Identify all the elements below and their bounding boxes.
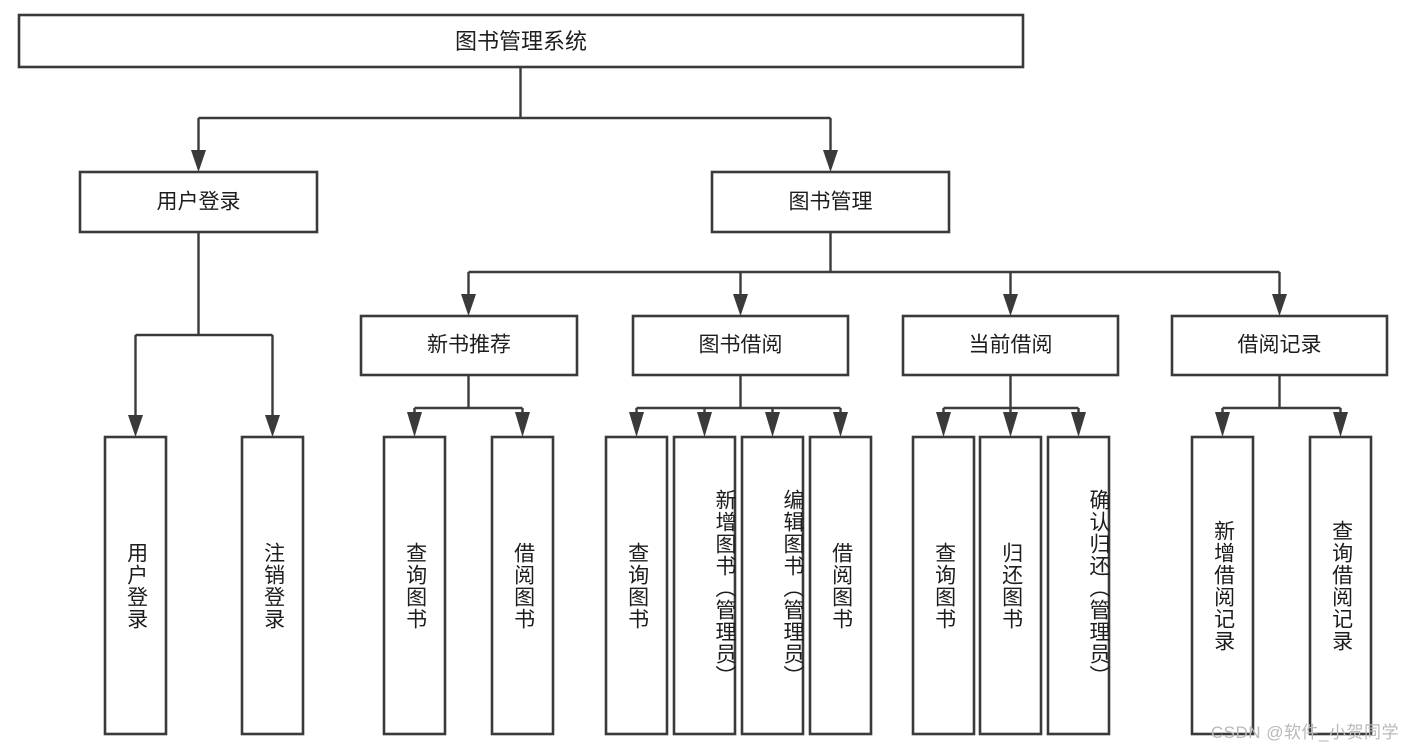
leaf-box-add-book[interactable] <box>672 435 737 736</box>
node-new-book-recommend[interactable]: 新书推荐 <box>359 314 579 377</box>
connector-group-root <box>191 67 838 172</box>
node-current-borrow-label: 当前借阅 <box>969 334 1053 357</box>
node-new-book-recommend-label: 新书推荐 <box>427 334 511 357</box>
node-borrow-record-label: 借阅记录 <box>1238 334 1322 357</box>
leaf-group-borrow-record <box>1190 435 1373 736</box>
arrow-head-leaf-edit-book <box>765 412 780 437</box>
arrow-head-leaf-query-book-1 <box>407 412 422 437</box>
arrow-head-leaf-add-record <box>1215 412 1230 437</box>
node-borrow-record-box[interactable] <box>1170 314 1389 377</box>
leaf-box-return-book[interactable] <box>978 435 1043 736</box>
arrow-head-borrow-record <box>1272 294 1287 316</box>
arrow-head-leaf-query-record <box>1333 412 1348 437</box>
arrow-head-book-borrow <box>733 294 748 316</box>
leaf-box-logout-login[interactable] <box>240 435 305 736</box>
arrow-head-current-borrow <box>1003 294 1018 316</box>
connector-group-borrow-record <box>1215 375 1348 437</box>
node-new-book-recommend-box[interactable] <box>359 314 579 377</box>
connector-group-book-manage <box>461 232 1287 316</box>
leaf-box-query-book-1[interactable] <box>382 435 447 736</box>
leaf-box-query-book-2[interactable] <box>604 435 669 736</box>
node-current-borrow[interactable]: 当前借阅 <box>901 314 1120 377</box>
node-root[interactable]: 图书管理系统 <box>17 13 1025 69</box>
leaf-box-edit-book[interactable] <box>740 435 805 736</box>
arrow-head-book-manage <box>823 150 838 172</box>
arrow-head-new-book-recommend <box>461 294 476 316</box>
leaf-box-add-record[interactable] <box>1190 435 1255 736</box>
leaf-box-query-record[interactable] <box>1308 435 1373 736</box>
arrow-head-leaf-borrow-book-1 <box>515 412 530 437</box>
arrow-head-user-login <box>191 150 206 172</box>
leaf-box-borrow-book-1[interactable] <box>490 435 555 736</box>
node-user-login[interactable]: 用户登录 <box>78 170 319 234</box>
node-book-manage-box[interactable] <box>710 170 951 234</box>
arrow-head-leaf-add-book <box>697 412 712 437</box>
node-root-label: 图书管理系统 <box>455 29 587 54</box>
node-root-box[interactable] <box>17 13 1025 69</box>
node-current-borrow-box[interactable] <box>901 314 1120 377</box>
leaf-group-current-borrow <box>911 435 1111 736</box>
leaf-group-user-login <box>103 435 305 736</box>
arrow-head-leaf-user-login <box>128 415 143 437</box>
arrow-head-leaf-logout-login <box>265 415 280 437</box>
connector-group-new-book-recommend <box>407 375 530 437</box>
leaf-group-book-borrow <box>604 435 873 736</box>
node-borrow-record[interactable]: 借阅记录 <box>1170 314 1389 377</box>
arrow-head-leaf-confirm-return <box>1071 412 1086 437</box>
node-book-borrow-label: 图书借阅 <box>699 334 783 357</box>
leaf-box-confirm-return[interactable] <box>1046 435 1111 736</box>
leaf-group-new-book-recommend <box>382 435 555 736</box>
leaf-box-borrow-book-2[interactable] <box>808 435 873 736</box>
leaf-box-user-login[interactable] <box>103 435 168 736</box>
connector-group-user-login <box>128 232 280 437</box>
arrow-head-leaf-query-book-2 <box>629 412 644 437</box>
node-book-borrow-box[interactable] <box>631 314 850 377</box>
connector-group-book-borrow <box>629 375 848 437</box>
node-user-login-label: 用户登录 <box>157 191 241 214</box>
arrow-head-leaf-query-book-3 <box>936 412 951 437</box>
arrow-head-leaf-borrow-book-2 <box>833 412 848 437</box>
leaf-box-query-book-3[interactable] <box>911 435 976 736</box>
watermark-text: CSDN @软件_小贺同学 <box>1210 723 1399 742</box>
node-user-login-box[interactable] <box>78 170 319 234</box>
arrow-head-leaf-return-book <box>1003 412 1018 437</box>
node-book-manage[interactable]: 图书管理 <box>710 170 951 234</box>
node-book-manage-label: 图书管理 <box>789 191 873 214</box>
node-book-borrow[interactable]: 图书借阅 <box>631 314 850 377</box>
connector-group-current-borrow <box>936 375 1086 437</box>
